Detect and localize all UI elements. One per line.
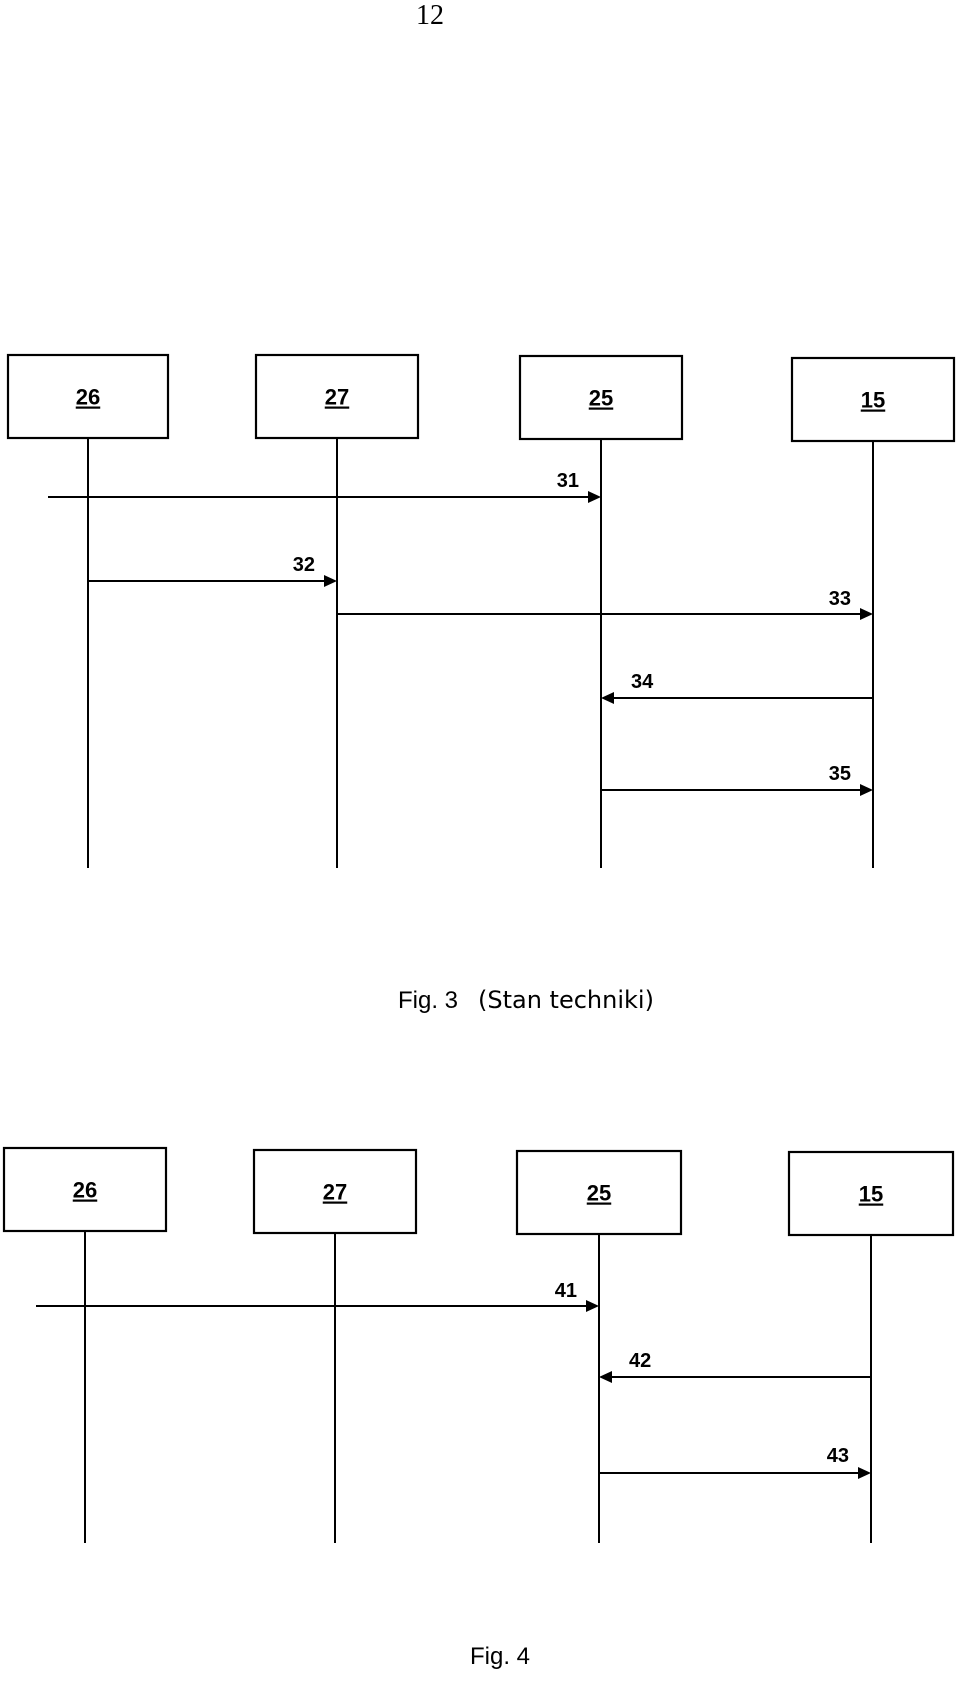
message-label-41: 41 (555, 1280, 577, 1302)
entity-label-25: 25 (587, 1181, 611, 1206)
figure-caption: Fig. 3 (398, 987, 458, 1014)
entity-label-26: 26 (76, 385, 100, 410)
entity-label-27: 27 (325, 385, 349, 410)
entity-label-26: 26 (73, 1178, 97, 1203)
message-label-43: 43 (827, 1445, 849, 1467)
message-arrowhead-42 (599, 1371, 612, 1383)
message-arrowhead-34 (601, 692, 614, 704)
entity-label-25: 25 (589, 386, 613, 411)
message-arrowhead-32 (324, 575, 337, 587)
message-label-33: 33 (829, 588, 851, 610)
entity-box-15 (787, 1150, 955, 1237)
entity-label-15: 15 (859, 1182, 883, 1207)
message-arrowhead-35 (860, 784, 873, 796)
entity-box-25 (515, 1149, 683, 1236)
message-arrowhead-41 (586, 1300, 599, 1312)
message-label-31: 31 (557, 470, 579, 492)
entity-box-25 (518, 354, 684, 441)
message-label-32: 32 (293, 554, 315, 576)
message-label-42: 42 (629, 1350, 651, 1372)
figure-caption: Fig. 4 (470, 1643, 530, 1670)
message-arrowhead-33 (860, 608, 873, 620)
entity-box-15 (790, 356, 956, 443)
entity-label-27: 27 (323, 1180, 347, 1205)
message-arrowhead-43 (858, 1467, 871, 1479)
figure-caption-note: (Stan techniki) (478, 986, 654, 1014)
message-arrowhead-31 (588, 491, 601, 503)
entity-label-15: 15 (861, 388, 885, 413)
entity-box-26 (6, 353, 170, 440)
message-label-35: 35 (829, 763, 851, 785)
message-label-34: 34 (631, 671, 654, 693)
page-number: 12 (416, 0, 444, 31)
